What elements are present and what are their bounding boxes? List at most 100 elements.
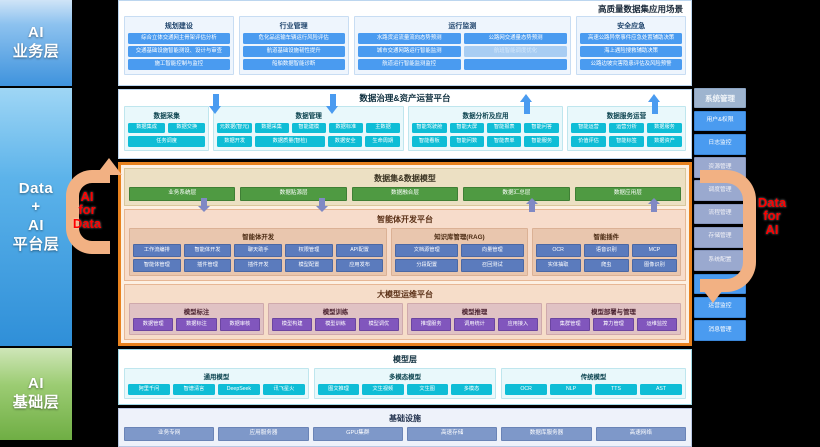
agent-chip[interactable]: 插件管理 xyxy=(183,259,232,272)
model-chip[interactable]: 文生视频 xyxy=(362,383,404,395)
agent-chip[interactable]: MCP xyxy=(631,243,677,257)
agent-chip[interactable]: 工作流编排 xyxy=(133,243,181,257)
agent-chip[interactable]: 应用发布 xyxy=(335,259,384,272)
agent-chip[interactable]: 文档源管理 xyxy=(395,243,458,257)
infrastructure-chip[interactable]: 应用服务器 xyxy=(218,426,309,441)
governance-chip[interactable]: 智能驾驶舱 xyxy=(412,122,447,134)
business-scenario-chip[interactable]: 施工智能控制与监控 xyxy=(128,59,230,70)
agent-chip[interactable]: 实体抽取 xyxy=(535,259,581,272)
mlops-chip[interactable]: 调用统计 xyxy=(454,318,495,332)
agent-chip[interactable]: 召回测试 xyxy=(460,259,524,272)
agent-chip[interactable]: 智能体开发 xyxy=(183,243,232,257)
agent-chip[interactable]: 智能体管理 xyxy=(133,259,181,272)
governance-chip[interactable]: 智能大屏 xyxy=(449,122,485,134)
governance-chip[interactable]: 智能标签 xyxy=(608,135,644,147)
model-chip[interactable]: 文生图 xyxy=(406,383,448,395)
model-chip[interactable]: 阿里千问 xyxy=(128,383,170,395)
business-scenario-chip[interactable]: 水路货运流量流向态势预测 xyxy=(357,33,461,44)
agent-chip[interactable]: 权限管理 xyxy=(285,243,333,257)
model-chip[interactable]: 讯飞星火 xyxy=(262,383,305,395)
agent-chip[interactable]: OCR xyxy=(535,243,581,257)
governance-chip[interactable]: 数据交换 xyxy=(168,122,206,134)
mlops-chip[interactable]: 模型构建 xyxy=(272,318,313,332)
infrastructure-chip[interactable]: 数据库服务器 xyxy=(501,426,592,441)
governance-chip[interactable]: 智能看板 xyxy=(412,135,447,147)
business-scenario-chip[interactable]: 航道运行智能监测监控 xyxy=(357,59,461,70)
governance-chip[interactable]: 主数据 xyxy=(365,122,401,134)
governance-chip[interactable]: 数据集成 xyxy=(128,122,166,134)
system-management-item[interactable]: 流程管理 xyxy=(694,203,746,225)
agent-chip[interactable]: 爬虫 xyxy=(583,259,629,272)
governance-chip[interactable]: 元数据(智元) xyxy=(217,122,252,134)
dataset-model-chip[interactable]: 数据贴源层 xyxy=(240,187,347,202)
business-scenario-chip[interactable]: 海上遇险搜救辅助决策 xyxy=(580,46,682,57)
system-management-item[interactable]: 用户&权限 xyxy=(694,110,746,132)
business-scenario-chip[interactable]: 航班智能调度优化 xyxy=(463,46,568,57)
business-scenario-chip[interactable]: 高速公路异常事件应急处置辅助决策 xyxy=(580,33,682,44)
mlops-chip[interactable]: 应用接入 xyxy=(497,318,538,332)
dataset-model-chip[interactable]: 数据融合层 xyxy=(351,187,459,202)
mlops-chip[interactable]: 算力管理 xyxy=(593,318,634,332)
model-chip[interactable]: OCR xyxy=(505,383,548,395)
governance-chip[interactable]: 数据服务 xyxy=(646,122,682,134)
system-management-item[interactable]: 日志监控 xyxy=(694,133,746,155)
mlops-chip[interactable]: 运维监控 xyxy=(636,318,677,332)
agent-chip[interactable]: 语音识别 xyxy=(583,243,629,257)
dataset-model-chip[interactable]: 业务系统层 xyxy=(129,187,236,202)
mlops-chip[interactable]: 模型调优 xyxy=(358,318,399,332)
model-chip[interactable]: 图文推理 xyxy=(317,383,360,395)
business-scenario-chip[interactable]: 城市交通网路运行智能监测 xyxy=(357,46,461,57)
agent-chip[interactable]: 模型配置 xyxy=(285,259,333,272)
model-chip[interactable]: DeepSeek xyxy=(217,383,260,395)
mlops-chip[interactable]: 推理服务 xyxy=(411,318,452,332)
system-management-item[interactable]: 消息管理 xyxy=(694,320,746,341)
governance-chip[interactable]: 价值评估 xyxy=(570,135,606,147)
business-scenario-chip[interactable]: 航道基础设施韧性提升 xyxy=(242,46,345,57)
infrastructure-chip[interactable]: 高速存储 xyxy=(406,426,498,441)
governance-chip[interactable]: 运营分析 xyxy=(608,122,644,134)
agent-chip[interactable]: 分段配置 xyxy=(395,259,458,272)
agent-chip[interactable]: 图像识别 xyxy=(631,259,677,272)
governance-chip[interactable]: 智能表单 xyxy=(487,135,522,147)
business-scenario-chip[interactable]: 综合立体交通网主骨架评估分析 xyxy=(128,33,230,44)
governance-chip[interactable]: 任务调度 xyxy=(128,135,206,147)
business-scenario-chip[interactable]: 公路网交通量态势预测 xyxy=(463,33,568,44)
mlops-chip[interactable]: 数据管理 xyxy=(133,318,174,332)
business-scenario-chip[interactable]: 危化品运输车辆运行风险评估 xyxy=(242,33,345,44)
infrastructure-chip[interactable]: 高速网络 xyxy=(595,426,686,441)
mlops-chip[interactable]: 集群管理 xyxy=(550,318,591,332)
model-chip[interactable]: NLP xyxy=(550,383,593,395)
agent-chip[interactable]: API配置 xyxy=(335,243,384,257)
infrastructure-chip[interactable]: 业务专网 xyxy=(124,426,215,441)
model-chip[interactable]: AST xyxy=(640,383,682,395)
agent-chip[interactable]: 插件开发 xyxy=(234,259,283,272)
governance-chip[interactable]: 数据标准 xyxy=(328,122,363,134)
dataset-model-chip[interactable]: 数据应用层 xyxy=(574,187,682,202)
dataset-model-chip[interactable]: 数据汇总层 xyxy=(463,187,570,202)
model-chip[interactable]: 智谱清言 xyxy=(172,383,215,395)
governance-chip[interactable]: 数据安全 xyxy=(327,135,363,147)
governance-chip[interactable]: 数据采集 xyxy=(254,122,289,134)
governance-chip[interactable]: 智能服务 xyxy=(524,135,559,147)
agent-chip[interactable]: 聊天助手 xyxy=(234,243,283,257)
mlops-chip[interactable]: 数据标注 xyxy=(176,318,217,332)
governance-chip[interactable]: 智能问答 xyxy=(524,122,559,134)
governance-chip[interactable]: 数据质量(智检) xyxy=(255,135,325,147)
model-chip[interactable]: TTS xyxy=(595,383,638,395)
model-chip[interactable]: 多模态 xyxy=(450,383,493,395)
governance-chip[interactable]: 智能问数 xyxy=(449,135,485,147)
business-scenario-chip[interactable] xyxy=(463,59,568,70)
infrastructure-chip[interactable]: GPU集群 xyxy=(312,426,403,441)
governance-chip[interactable]: 数据开发 xyxy=(217,135,252,147)
business-scenario-chip[interactable]: 船舶数据智能诊断 xyxy=(242,59,345,70)
mlops-chip[interactable]: 模型训练 xyxy=(315,318,356,332)
mlops-chip[interactable]: 数据审核 xyxy=(219,318,260,332)
business-scenario-chip[interactable]: 公路边坡灾害隐患评估及风险预警 xyxy=(580,59,682,70)
governance-chip[interactable]: 智能运营 xyxy=(570,122,606,134)
governance-chip[interactable]: 智能报表 xyxy=(487,122,522,134)
agent-chip[interactable]: 向量管理 xyxy=(460,243,524,257)
governance-chip[interactable]: 数据资产 xyxy=(646,135,682,147)
business-scenario-chip[interactable]: 交通基础设施智能测设、设计与审查 xyxy=(128,46,230,57)
governance-chip[interactable]: 智能建模 xyxy=(291,122,326,134)
governance-chip[interactable]: 生命周期 xyxy=(365,135,401,147)
